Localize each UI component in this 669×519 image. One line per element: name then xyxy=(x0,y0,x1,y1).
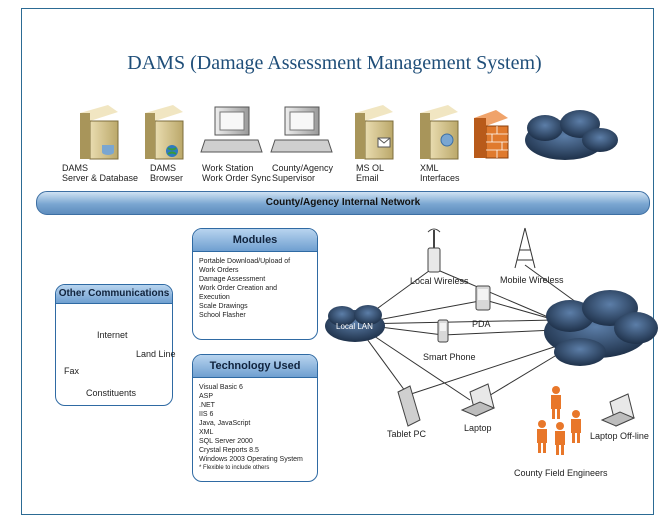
local-wireless-label: Local Wireless xyxy=(410,276,469,286)
modules-title: Modules xyxy=(193,229,317,252)
laptop-offline-label: Laptop Off-line xyxy=(590,431,649,441)
internal-network-bar: County/Agency Internal Network xyxy=(36,191,650,215)
list-item: XML xyxy=(199,429,214,436)
internal-network-label: County/Agency Internal Network xyxy=(265,197,421,208)
tablet-pc-label: Tablet PC xyxy=(387,429,427,439)
other-communications-panel: Other Communications xyxy=(55,284,173,406)
list-item: Portable Download/Upload of xyxy=(199,258,291,265)
workstation-icon xyxy=(270,106,333,153)
server-database-icon xyxy=(80,105,119,160)
list-item: .NET xyxy=(199,402,215,409)
laptop-icon xyxy=(460,383,496,417)
server-icon xyxy=(420,105,459,160)
list-item: * Flexible to include others xyxy=(199,465,270,471)
device-label-email: MS OL Email xyxy=(356,163,385,183)
constituents-label: Constituents xyxy=(86,388,137,398)
list-item: Damage Assessment xyxy=(199,276,266,283)
technology-list: Visual Basic 6 ASP .NET IIS 6 Java, Java… xyxy=(193,378,317,478)
list-item: School Flasher xyxy=(199,312,246,319)
list-item: Execution xyxy=(199,294,230,301)
device-label-dams-browser: DAMS Browser xyxy=(150,163,184,183)
technology-panel: Technology Used Visual Basic 6 ASP .NET … xyxy=(192,354,318,482)
list-item: Work Orders xyxy=(199,267,239,274)
land-line-label: Land Line xyxy=(136,349,176,359)
mobile-wireless-label: Mobile Wireless xyxy=(500,275,564,285)
smart-phone-label: Smart Phone xyxy=(423,352,476,362)
device-label-work-station: Work Station Work Order Sync xyxy=(202,163,271,183)
local-lan-label: Local LAN xyxy=(336,322,373,331)
cell-tower-icon xyxy=(514,227,536,269)
list-item: Scale Drawings xyxy=(199,303,248,310)
local-lan-cloud-icon xyxy=(325,305,385,342)
list-item: Visual Basic 6 xyxy=(199,384,243,391)
wireless-router-icon xyxy=(427,228,441,273)
internet-label: Internet xyxy=(97,330,128,340)
device-label-xml: XML Interfaces xyxy=(420,163,460,183)
list-item: Work Order Creation and xyxy=(199,285,278,292)
internet-cloud-icon xyxy=(525,110,618,160)
modules-list: Portable Download/Upload of Work Orders … xyxy=(193,252,317,325)
wireless-cloud-icon xyxy=(544,290,658,366)
tablet-pc-icon xyxy=(397,385,421,427)
mail-server-icon xyxy=(355,105,394,160)
diagram-frame xyxy=(21,8,654,515)
list-item: Windows 2003 Operating System xyxy=(199,456,303,463)
field-engineers-icon xyxy=(537,386,581,455)
list-item: IIS 6 xyxy=(199,411,214,418)
list-item: Java, JavaScript xyxy=(199,420,251,427)
server-browser-icon xyxy=(145,105,184,160)
workstation-icon xyxy=(200,106,263,153)
firewall-icon xyxy=(474,110,509,159)
page-title: DAMS (Damage Assessment Management Syste… xyxy=(127,52,542,74)
fax-label: Fax xyxy=(64,366,80,376)
list-item: SQL Server 2000 xyxy=(199,438,253,445)
pda-icon xyxy=(475,285,491,311)
smart-phone-icon xyxy=(437,319,449,343)
modules-panel: Modules Portable Download/Upload of Work… xyxy=(192,228,318,340)
device-label-supervisor: County/Agency Supervisor xyxy=(272,163,334,183)
laptop-label: Laptop xyxy=(464,423,492,433)
laptop-offline-icon xyxy=(600,393,636,427)
list-item: Crystal Reports 8.5 xyxy=(199,447,259,454)
device-label-dams-server: DAMS Server & Database xyxy=(62,163,139,183)
pda-label: PDA xyxy=(472,319,491,329)
list-item: ASP xyxy=(199,393,214,400)
other-communications-title: Other Communications xyxy=(56,285,172,304)
field-engineers-label: County Field Engineers xyxy=(514,468,608,478)
technology-title: Technology Used xyxy=(193,355,317,378)
